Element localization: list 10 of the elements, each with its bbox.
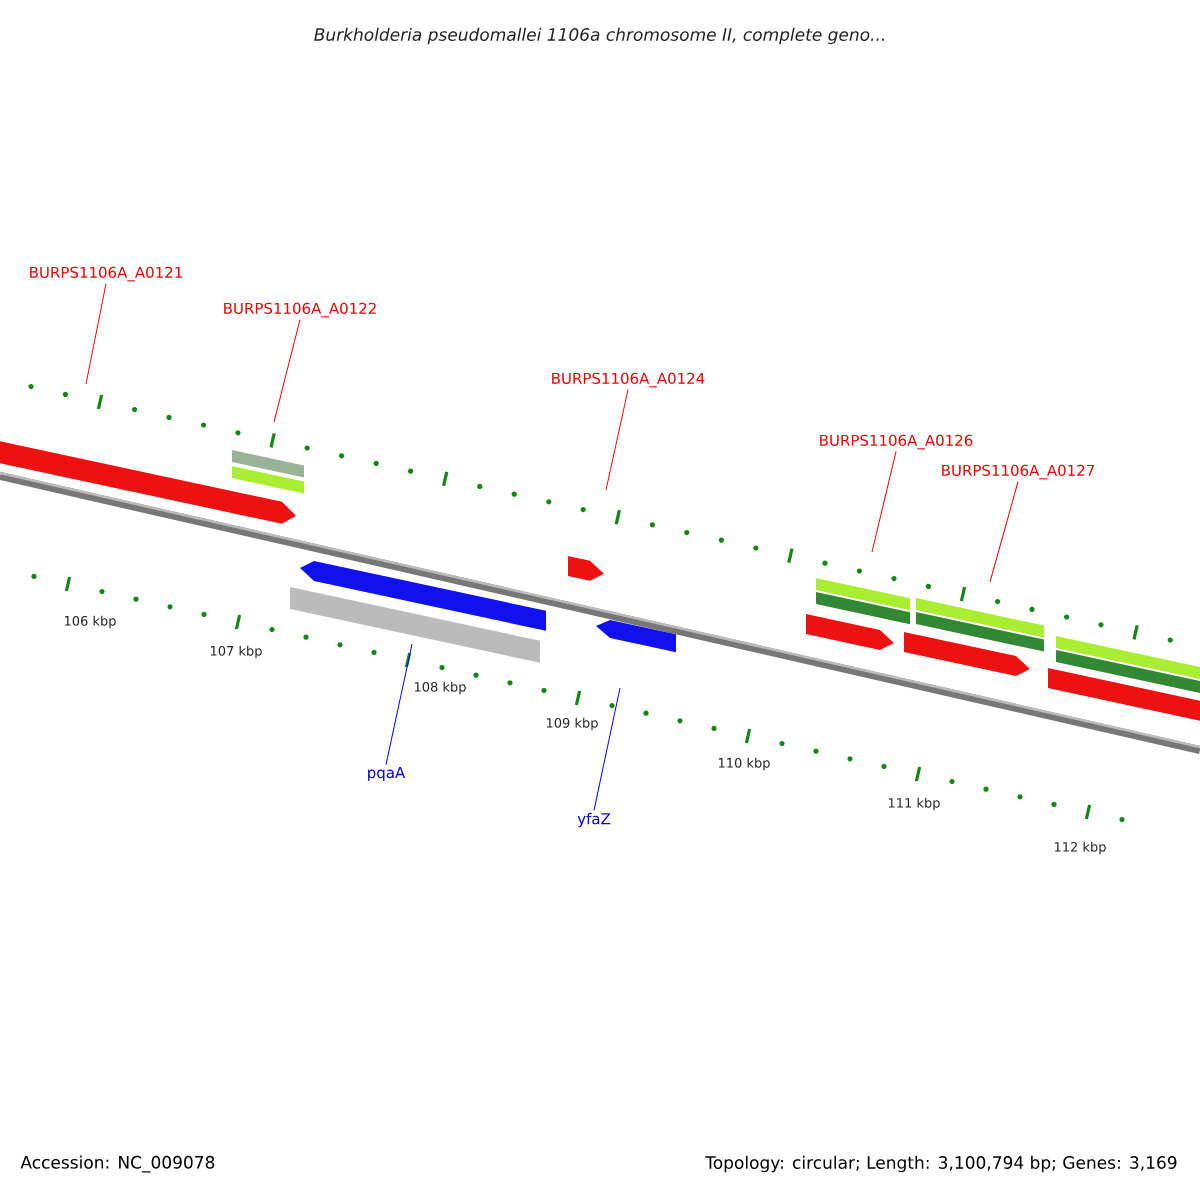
leader-line bbox=[871, 451, 897, 553]
leader-line bbox=[593, 687, 621, 811]
footer-text: Accession: NC_009078 bbox=[20, 1155, 215, 1173]
leader-line bbox=[605, 389, 629, 491]
footer-text: Topology: circular; Length: 3,100,794 bp; Genes: 3,169 bbox=[705, 1155, 1177, 1173]
leader-line bbox=[273, 319, 301, 423]
leader-line bbox=[385, 643, 413, 766]
leader-line bbox=[85, 283, 107, 385]
leader-line bbox=[989, 481, 1019, 583]
title: Burkholderia pseudomallei 1106a chromosome II, complete geno... bbox=[314, 27, 885, 45]
